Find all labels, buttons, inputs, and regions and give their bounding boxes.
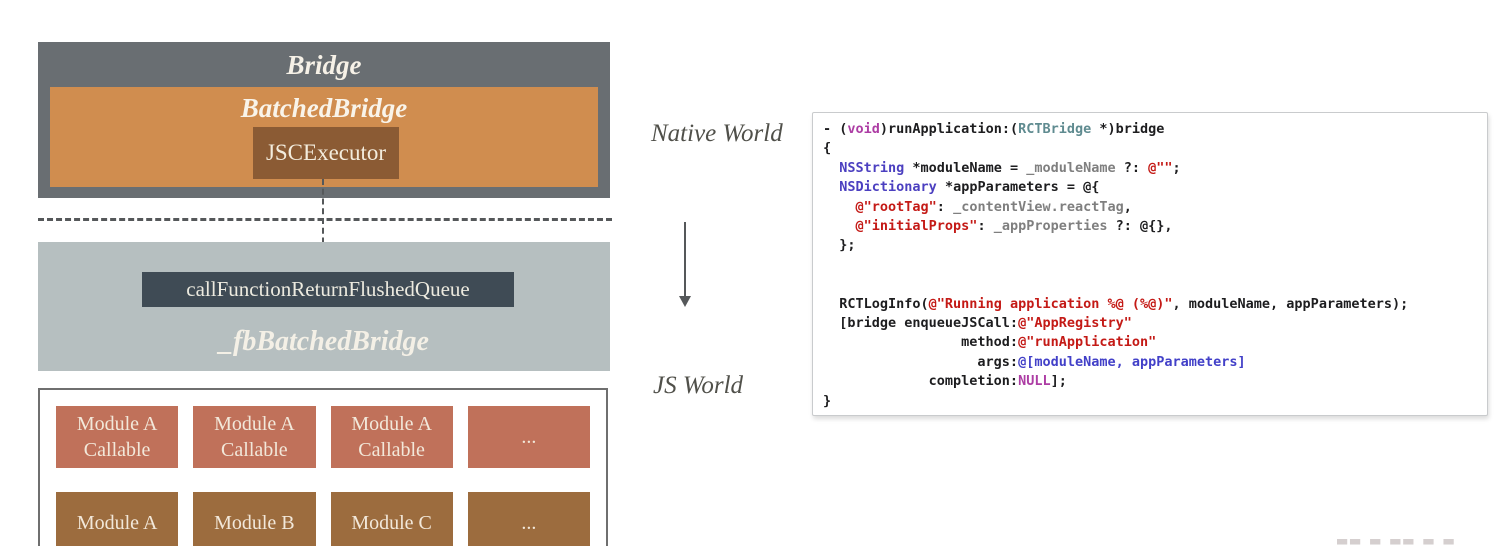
module-box-label: Module A bbox=[76, 413, 158, 435]
call-function-label: callFunctionReturnFlushedQueue bbox=[186, 277, 470, 301]
module-box-label: Callable bbox=[221, 439, 288, 461]
code-line: - (void)runApplication:(RCTBridge *)brid… bbox=[823, 121, 1165, 137]
module-box-label: Callable bbox=[358, 439, 425, 461]
module-box: Module A Callable bbox=[193, 406, 316, 468]
js-world-label: JS World bbox=[653, 372, 744, 399]
code-line: { bbox=[823, 140, 832, 157]
fb-batched-bridge-label: _fbBatchedBridge bbox=[219, 326, 429, 357]
native-to-js-arrowhead-icon bbox=[679, 296, 691, 307]
code-line: args:@[moduleName, appParameters] bbox=[823, 353, 1246, 370]
module-row: Module A Module B Module C... bbox=[40, 492, 606, 546]
code-line: completion:NULL]; bbox=[823, 373, 1067, 390]
watermark-fragment: ▀▀ ▀ ▀▀ ▀ ▀ ▀▀ ▀▀ bbox=[1337, 539, 1489, 546]
module-box: ... bbox=[467, 406, 590, 468]
module-box-label: Module C bbox=[351, 512, 432, 534]
native-js-divider-line bbox=[38, 218, 612, 221]
code-line: NSDictionary *appParameters = @{ bbox=[839, 179, 1100, 196]
module-box: Module A Callable bbox=[330, 406, 453, 468]
code-line bbox=[823, 275, 1477, 294]
jsc-executor-box: JSCExecutor bbox=[253, 127, 399, 179]
module-box: Module A Callable bbox=[56, 406, 179, 468]
module-box-label: Callable bbox=[83, 439, 151, 461]
code-line: NSString *moduleName = _moduleName ?: @"… bbox=[839, 159, 1181, 176]
code-line: } bbox=[823, 392, 832, 409]
module-box: ... bbox=[467, 492, 590, 546]
batched-bridge-box: BatchedBridge JSCExecutor bbox=[50, 87, 598, 187]
code-line bbox=[823, 256, 1477, 275]
module-box: Module C bbox=[330, 492, 453, 546]
code-line: }; bbox=[823, 237, 856, 254]
module-box: Module B bbox=[193, 492, 316, 546]
bridge-box: Bridge BatchedBridge JSCExecutor bbox=[38, 42, 610, 198]
native-world-label: Native World bbox=[651, 120, 783, 147]
call-function-box: callFunctionReturnFlushedQueue bbox=[142, 272, 514, 307]
module-box-label: Module B bbox=[214, 512, 295, 534]
batched-bridge-label: BatchedBridge bbox=[240, 93, 408, 123]
code-line: method:@"runApplication" bbox=[823, 334, 1157, 351]
module-box-label: ... bbox=[521, 512, 537, 534]
module-box-label: Module A bbox=[76, 512, 158, 534]
native-to-js-arrow bbox=[684, 222, 686, 298]
fb-batched-bridge-box: callFunctionReturnFlushedQueue _fbBatche… bbox=[38, 242, 610, 371]
jsc-executor-label: JSCExecutor bbox=[265, 140, 387, 165]
code-line: [bridge enqueueJSCall:@"AppRegistry" bbox=[823, 315, 1132, 332]
module-box-label: ... bbox=[521, 426, 537, 448]
module-box: Module A bbox=[56, 492, 179, 546]
module-box-label: Module A bbox=[351, 413, 432, 435]
module-box-label: Module A bbox=[214, 413, 295, 435]
code-snippet: - (void)runApplication:(RCTBridge *)brid… bbox=[812, 112, 1488, 416]
dashed-connector-line bbox=[322, 179, 324, 263]
code-line: @"rootTag": _contentView.reactTag, bbox=[855, 198, 1132, 215]
code-line: @"initialProps": _appProperties ?: @{}, bbox=[855, 218, 1173, 235]
bridge-label: Bridge bbox=[286, 50, 362, 80]
code-line: RCTLogInfo(@"Running application %@ (%@)… bbox=[823, 295, 1409, 312]
